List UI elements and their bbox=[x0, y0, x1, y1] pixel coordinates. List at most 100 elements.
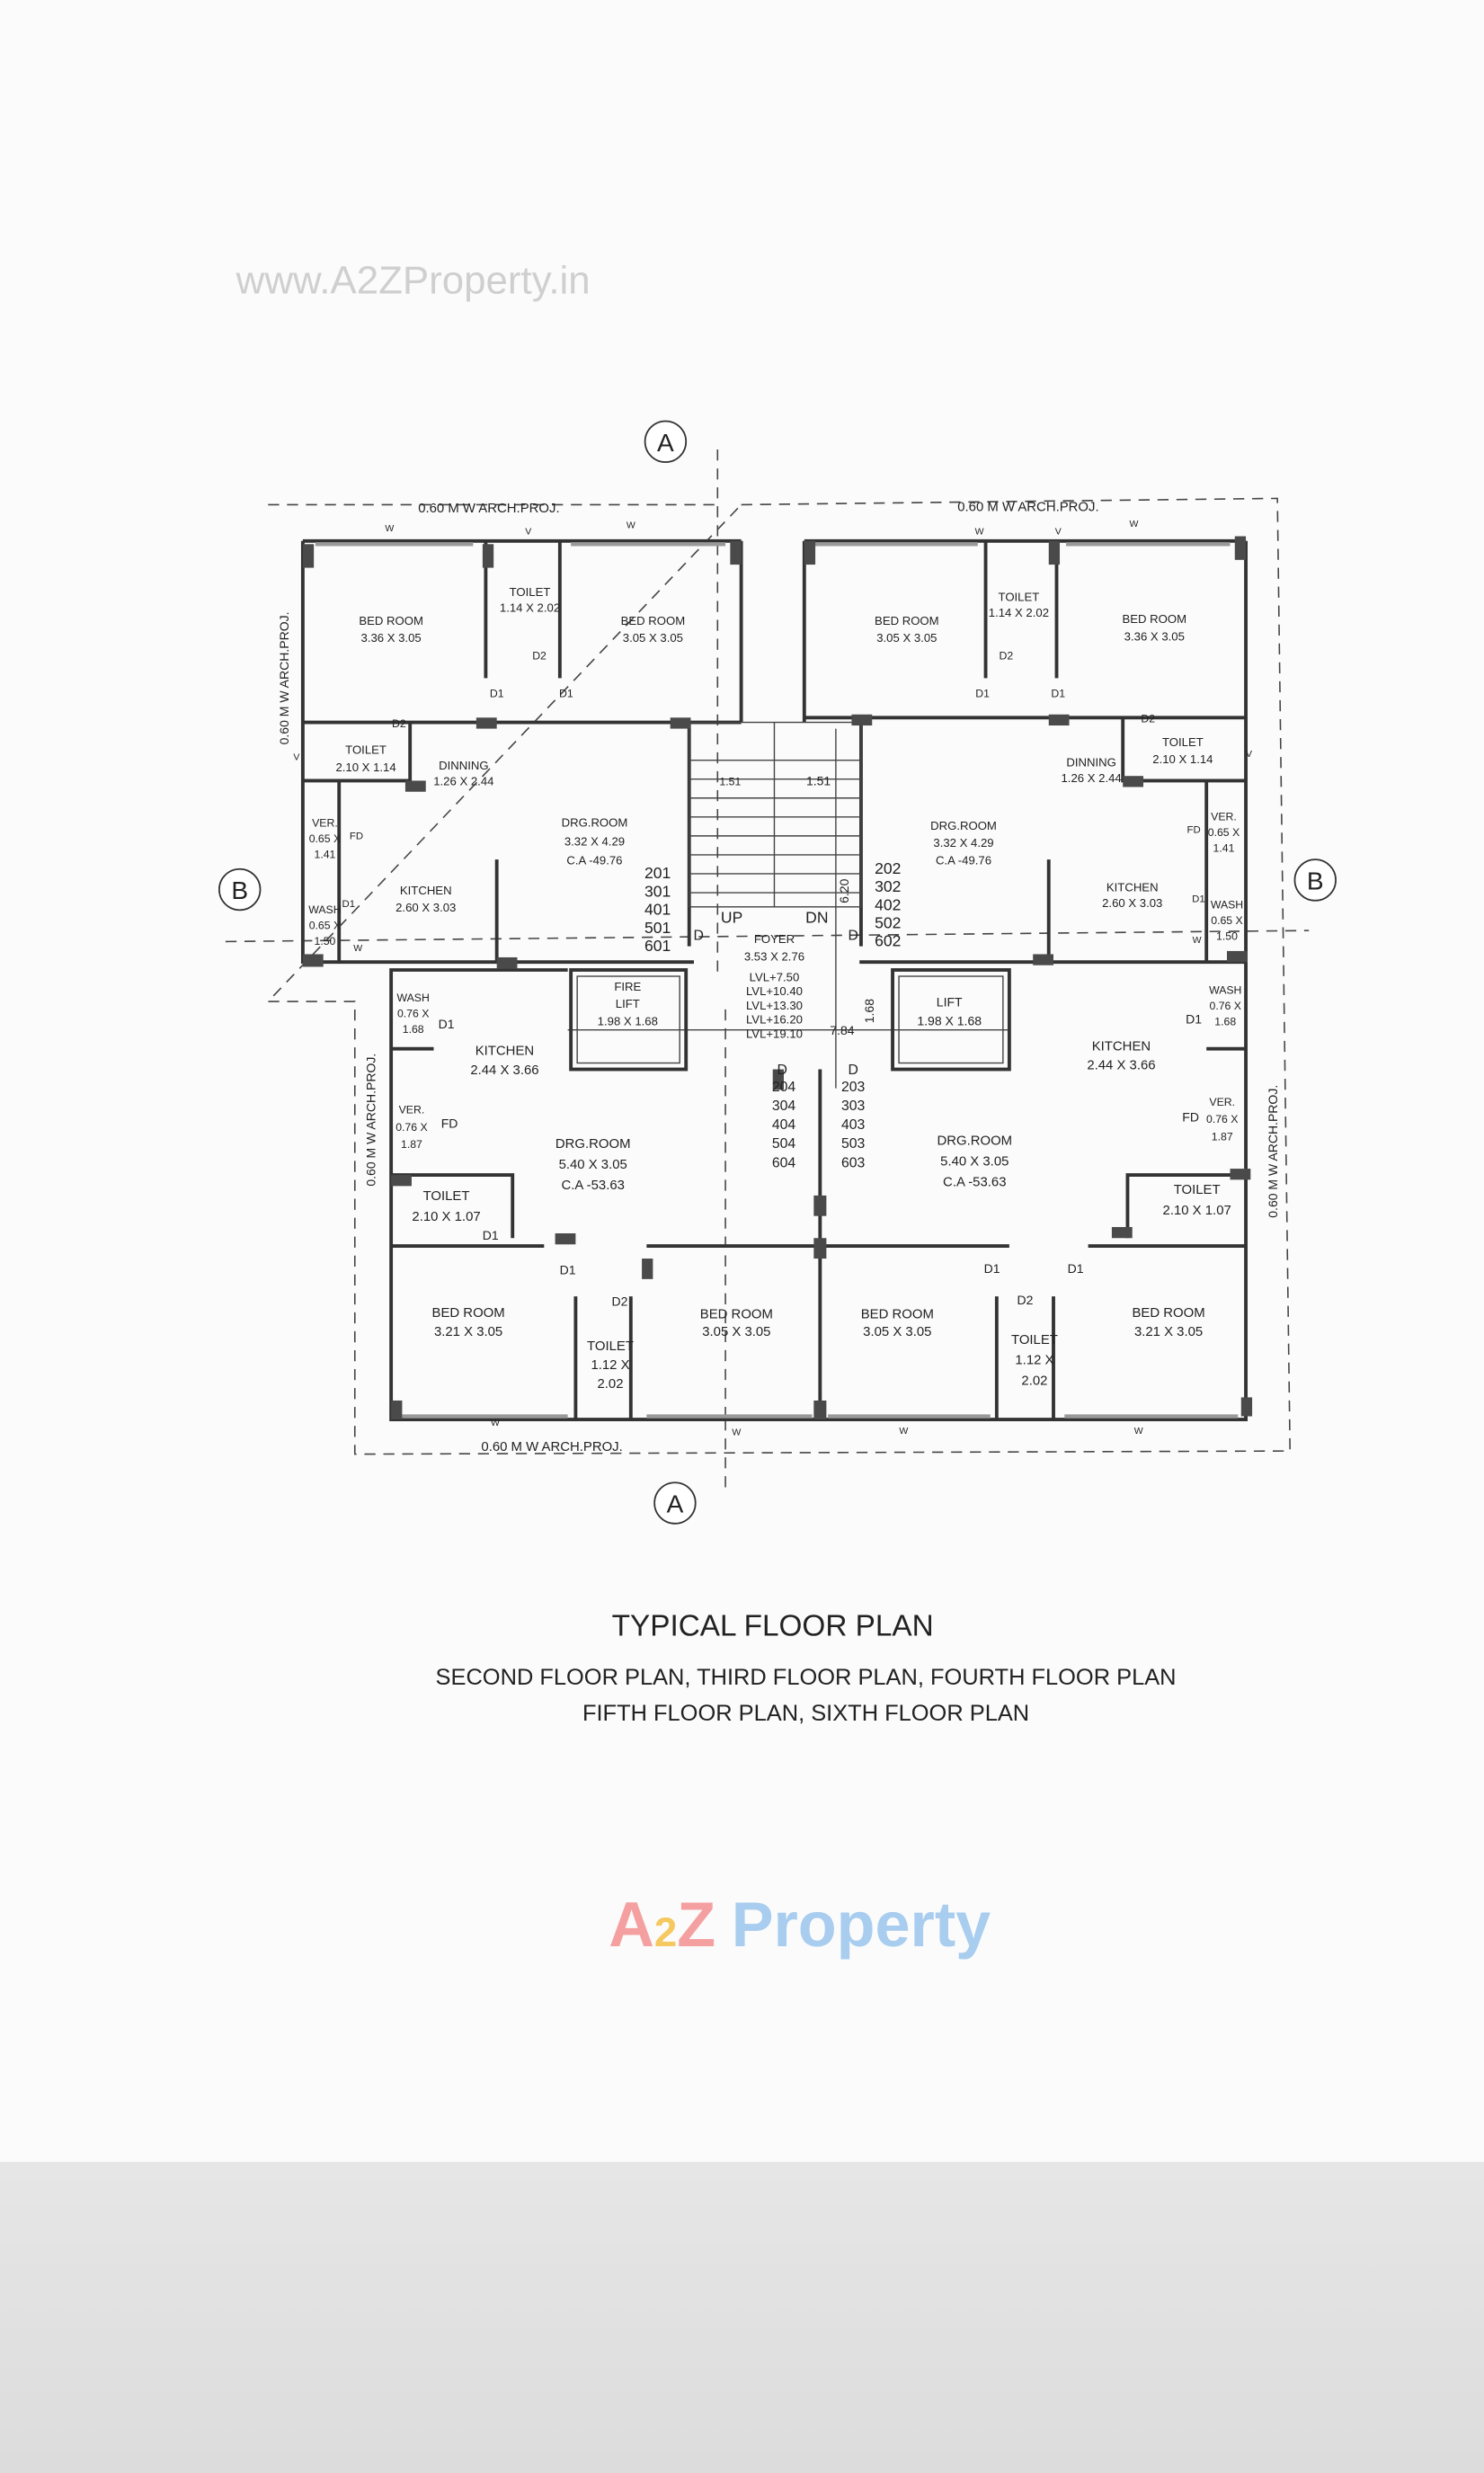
label-line: D1 bbox=[984, 1261, 1000, 1276]
label-line: DRG.ROOM bbox=[562, 815, 628, 829]
label-bl-d1b: D1 bbox=[483, 1228, 499, 1242]
label-line: KITCHEN bbox=[1092, 1039, 1151, 1054]
svg-text:A2ZProperty: A2ZProperty bbox=[609, 1889, 991, 1960]
proj-label-left: 0.60 M W ARCH.PROJ. bbox=[277, 611, 291, 744]
label-line: 303 bbox=[841, 1099, 866, 1114]
label-line: 1.51 bbox=[806, 774, 831, 788]
label-br-d: D bbox=[848, 1063, 858, 1078]
label-line: 0.76 X bbox=[397, 1008, 429, 1020]
label-line: D1 bbox=[490, 687, 504, 699]
label-line: 602 bbox=[875, 932, 901, 950]
label-line: 3.21 X 3.05 bbox=[434, 1325, 502, 1339]
label-line: 304 bbox=[772, 1099, 796, 1114]
label-line: 3.32 X 4.29 bbox=[933, 836, 993, 850]
label-line: 604 bbox=[772, 1155, 796, 1170]
label-proj-bottom: 0.60 M W ARCH.PROJ. bbox=[481, 1440, 622, 1454]
watermark-url: www.A2ZProperty.in bbox=[235, 258, 591, 302]
label-line: BED ROOM bbox=[432, 1306, 505, 1321]
label-line: VER. bbox=[1209, 1096, 1235, 1108]
label-line: LVL+16.20 bbox=[746, 1013, 803, 1027]
label-line: 5.40 X 3.05 bbox=[559, 1158, 627, 1172]
subtitle-line-2: FIFTH FLOOR PLAN, SIXTH FLOOR PLAN bbox=[582, 1701, 1029, 1726]
label-tl-d1b: D1 bbox=[559, 687, 573, 699]
label-line: LVL+10.40 bbox=[746, 984, 803, 998]
label-br-d1c: D1 bbox=[1186, 1012, 1202, 1027]
label-line: 1.87 bbox=[1212, 1130, 1233, 1143]
label-line: W bbox=[491, 1418, 500, 1428]
label-line: 3.53 X 2.76 bbox=[744, 949, 804, 963]
label-line: C.A -53.63 bbox=[943, 1175, 1006, 1189]
label-line: C.A -49.76 bbox=[566, 853, 622, 867]
label-line: 0.65 X bbox=[309, 919, 341, 931]
label-line: W bbox=[1193, 935, 1202, 946]
label-bl-fd: FD bbox=[441, 1116, 458, 1130]
label-line: 3.36 X 3.05 bbox=[1124, 629, 1185, 643]
label-line: 5.40 X 3.05 bbox=[940, 1155, 1009, 1170]
label-line: W bbox=[353, 943, 362, 954]
label-st-da: D bbox=[694, 929, 704, 944]
label-tr-d2a: D2 bbox=[1000, 649, 1014, 662]
label-dim-784: 7.84 bbox=[830, 1023, 854, 1037]
label-tr-w: W bbox=[1193, 935, 1202, 946]
label-line: 301 bbox=[644, 882, 671, 900]
label-line: UP bbox=[721, 908, 742, 926]
label-line: 0.65 X bbox=[1208, 826, 1240, 839]
section-marker-b-right: B bbox=[1307, 867, 1324, 895]
label-line: TOILET bbox=[587, 1339, 634, 1354]
label-line: LVL+7.50 bbox=[750, 970, 800, 983]
label-w5: W bbox=[491, 1418, 500, 1428]
label-line: D1 bbox=[560, 1263, 576, 1277]
label-tr-v: V bbox=[1246, 749, 1252, 760]
label-line: WASH bbox=[1211, 899, 1243, 912]
label-line: D1 bbox=[439, 1017, 455, 1031]
label-line: 1.14 X 2.02 bbox=[500, 601, 560, 615]
label-bl-bed1: BED ROOM 3.21 X 3.05 bbox=[432, 1306, 505, 1339]
label-line: KITCHEN bbox=[475, 1045, 534, 1059]
label-line: DINNING bbox=[1066, 756, 1115, 769]
proj-label-left-lower: 0.60 M W ARCH.PROJ. bbox=[364, 1054, 378, 1187]
label-line: 1.68 bbox=[403, 1023, 424, 1036]
label-line: 202 bbox=[875, 859, 901, 877]
label-line: FOYER bbox=[754, 932, 795, 946]
label-line: D bbox=[778, 1063, 787, 1078]
label-line: 1.41 bbox=[315, 848, 336, 860]
label-line: 501 bbox=[644, 919, 671, 937]
label-line: 201 bbox=[644, 864, 671, 882]
subtitle-line-1: SECOND FLOOR PLAN, THIRD FLOOR PLAN, FOU… bbox=[436, 1665, 1177, 1690]
label-line: W bbox=[899, 1426, 908, 1437]
label-line: W bbox=[732, 1428, 741, 1438]
label-w1: W bbox=[385, 523, 394, 534]
label-st-151a: 1.51 bbox=[719, 776, 741, 788]
label-line: VER. bbox=[312, 816, 338, 829]
label-line: LIFT bbox=[937, 994, 963, 1009]
label-tl-d2b: D2 bbox=[392, 717, 406, 730]
label-line: LVL+19.10 bbox=[746, 1027, 803, 1040]
label-br-d1b: D1 bbox=[1068, 1261, 1084, 1276]
label-line: D1 bbox=[342, 899, 355, 910]
label-line: 1.98 X 1.68 bbox=[917, 1013, 982, 1027]
section-marker-a-bottom: A bbox=[667, 1490, 684, 1518]
label-line: VER. bbox=[1211, 810, 1237, 823]
label-line: BED ROOM bbox=[359, 614, 423, 627]
label-line: W bbox=[1130, 519, 1139, 529]
label-line: 401 bbox=[644, 901, 671, 919]
page-title: TYPICAL FLOOR PLAN bbox=[612, 1609, 934, 1642]
label-line: 0.76 X bbox=[1206, 1113, 1238, 1125]
label-st-151b: 1.51 bbox=[806, 774, 831, 788]
label-line: V bbox=[1055, 527, 1062, 538]
label-line: 2.02 bbox=[597, 1377, 623, 1392]
label-line: DINNING bbox=[439, 759, 488, 772]
label-line: TOILET bbox=[345, 743, 387, 757]
label-line: DRG.ROOM bbox=[937, 1134, 1012, 1149]
